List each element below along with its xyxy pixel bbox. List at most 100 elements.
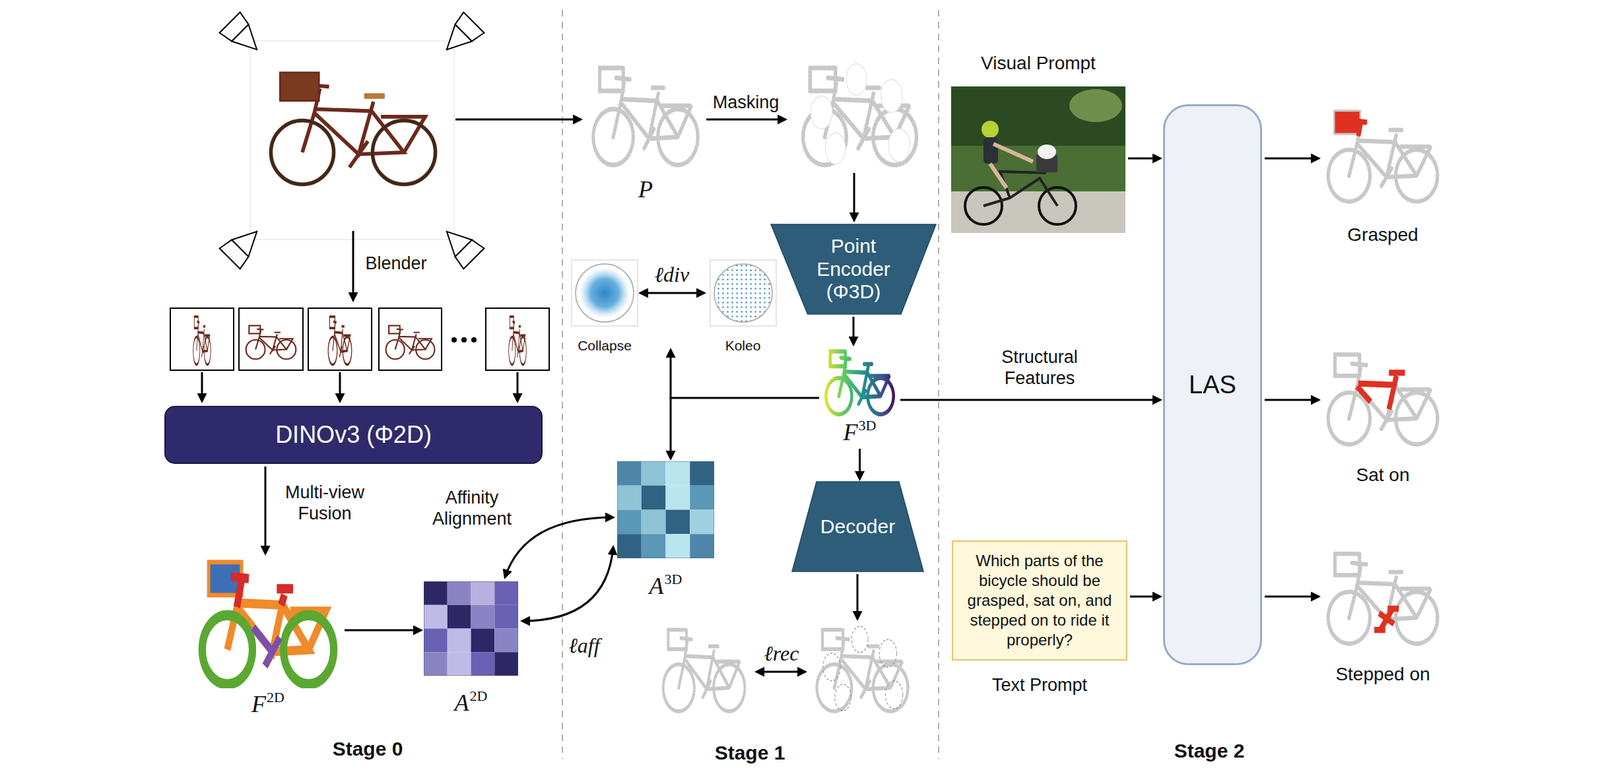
affinity-matrix — [494, 581, 519, 606]
segmented-bicycle — [283, 615, 334, 685]
rendered-view — [170, 308, 234, 371]
output-figure: Sat on — [1321, 343, 1445, 486]
trapezoid-outline — [770, 224, 936, 315]
visual-prompt-photo — [951, 86, 1126, 146]
point-cloud — [593, 67, 698, 166]
camera-icon — [219, 12, 485, 270]
node-label: DINOv3 (Φ2D) — [275, 421, 432, 449]
point-cloud — [663, 629, 746, 711]
flow-arrow — [516, 372, 519, 402]
reconstructed-point-cloud — [834, 684, 852, 711]
segmented-bicycle — [201, 564, 334, 685]
affinity-matrix — [447, 629, 472, 653]
masked-point-cloud — [825, 132, 846, 164]
segmented-bicycle — [201, 615, 253, 685]
output-point-cloud — [1374, 608, 1399, 630]
node-text-group: Point Encoder(Φ3D) — [803, 234, 903, 304]
flow-arrow — [706, 118, 786, 121]
input-bicycle — [270, 120, 334, 185]
annotation-label: Masking — [710, 91, 782, 114]
output-point-cloud — [1328, 354, 1438, 445]
affinity-matrix — [471, 581, 496, 606]
visual-prompt-photo — [951, 86, 1126, 234]
rendered-view — [246, 325, 297, 360]
math-symbol: A — [454, 689, 470, 717]
math-label: P — [553, 176, 738, 204]
output-figure: Stepped on — [1321, 542, 1445, 686]
model-box: LAS — [1163, 104, 1263, 666]
input-bicycle — [250, 40, 455, 240]
prompt-caption: Text Prompt — [951, 675, 1128, 696]
connector-arrow — [858, 448, 861, 480]
camera-icon — [219, 221, 268, 269]
flow-arrow — [201, 372, 204, 402]
node-label: Decoder — [820, 515, 896, 539]
node-content: Point Encoder(Φ3D) — [770, 224, 936, 315]
edge-label: Multi-view Fusion — [266, 481, 383, 526]
edge-label: Affinity Alignment — [412, 486, 533, 531]
rendered-view — [485, 308, 550, 371]
distribution-figure: Koleo — [706, 257, 779, 354]
affinity-matrix — [641, 510, 667, 535]
connector-arrow — [1264, 596, 1319, 599]
feature-figure: F2D — [194, 556, 342, 719]
connector-arrow — [852, 316, 855, 345]
affinity-matrix — [617, 461, 715, 559]
prompt-frame: Which parts of the bicycle should be gra… — [951, 540, 1128, 661]
rendered-view — [193, 316, 212, 366]
masked-point-cloud — [888, 128, 911, 162]
math-symbol: F — [251, 691, 267, 718]
figure-label-text: Collapse — [577, 337, 632, 354]
edge-label: ℓaff — [566, 632, 602, 659]
affinity-matrix — [689, 510, 715, 535]
figure-label-text: Stepped on — [1335, 664, 1430, 685]
stage-title: Stage 0 — [330, 736, 406, 762]
point-cloud-figure: P — [586, 61, 705, 204]
distribution-plot — [714, 264, 773, 323]
affinity-matrix — [471, 652, 496, 676]
segmented-bicycle — [201, 564, 334, 685]
flow-arrow — [339, 372, 342, 402]
math-superscript: 2D — [266, 689, 285, 706]
affinity-matrix — [641, 461, 667, 486]
node-content: LAS — [1165, 106, 1261, 664]
flow-arrow — [352, 231, 355, 301]
figure-label-text: Koleo — [725, 337, 762, 354]
matrix-figure: A2D — [423, 581, 519, 717]
visual-prompt-photo — [990, 143, 1034, 189]
math-symbol: A — [649, 572, 665, 600]
figure-label: Grasped — [1288, 225, 1478, 246]
output-point-cloud — [1352, 120, 1367, 136]
rendered-view — [238, 308, 303, 371]
affinity-matrix — [447, 605, 472, 630]
affinity-matrix — [423, 581, 519, 676]
rendered-view — [378, 308, 442, 371]
segmented-bicycle — [253, 627, 280, 667]
segmented-bicycle — [231, 576, 294, 608]
math-label: F2D — [161, 691, 375, 719]
connector-arrow — [522, 547, 614, 622]
masked-point-cloud — [846, 64, 867, 96]
distribution-plot — [571, 260, 777, 327]
affinity-matrix — [689, 461, 715, 486]
distribution-plot — [579, 267, 630, 319]
connector-arrow — [640, 292, 705, 295]
flow-arrow — [455, 118, 581, 121]
affinity-matrix — [689, 533, 715, 559]
node-text-group: LAS — [1188, 370, 1237, 400]
node-label: Point Encoder — [803, 234, 903, 281]
node-text-group: DINOv3 (Φ2D) — [275, 421, 432, 449]
visual-prompt-photo — [983, 171, 1058, 206]
affinity-matrix — [423, 605, 448, 630]
flow-arrow — [756, 671, 806, 674]
figure-label: Collapse — [538, 337, 671, 354]
affinity-matrix — [617, 533, 642, 559]
affinity-matrix — [617, 461, 642, 486]
affinity-matrix — [471, 629, 496, 653]
edge-label: Structural Features — [965, 345, 1115, 391]
affinity-matrix — [666, 485, 691, 511]
stage-title: Stage 2 — [1172, 738, 1247, 764]
input-bicycle — [270, 73, 435, 185]
feature-point-cloud — [825, 351, 894, 414]
